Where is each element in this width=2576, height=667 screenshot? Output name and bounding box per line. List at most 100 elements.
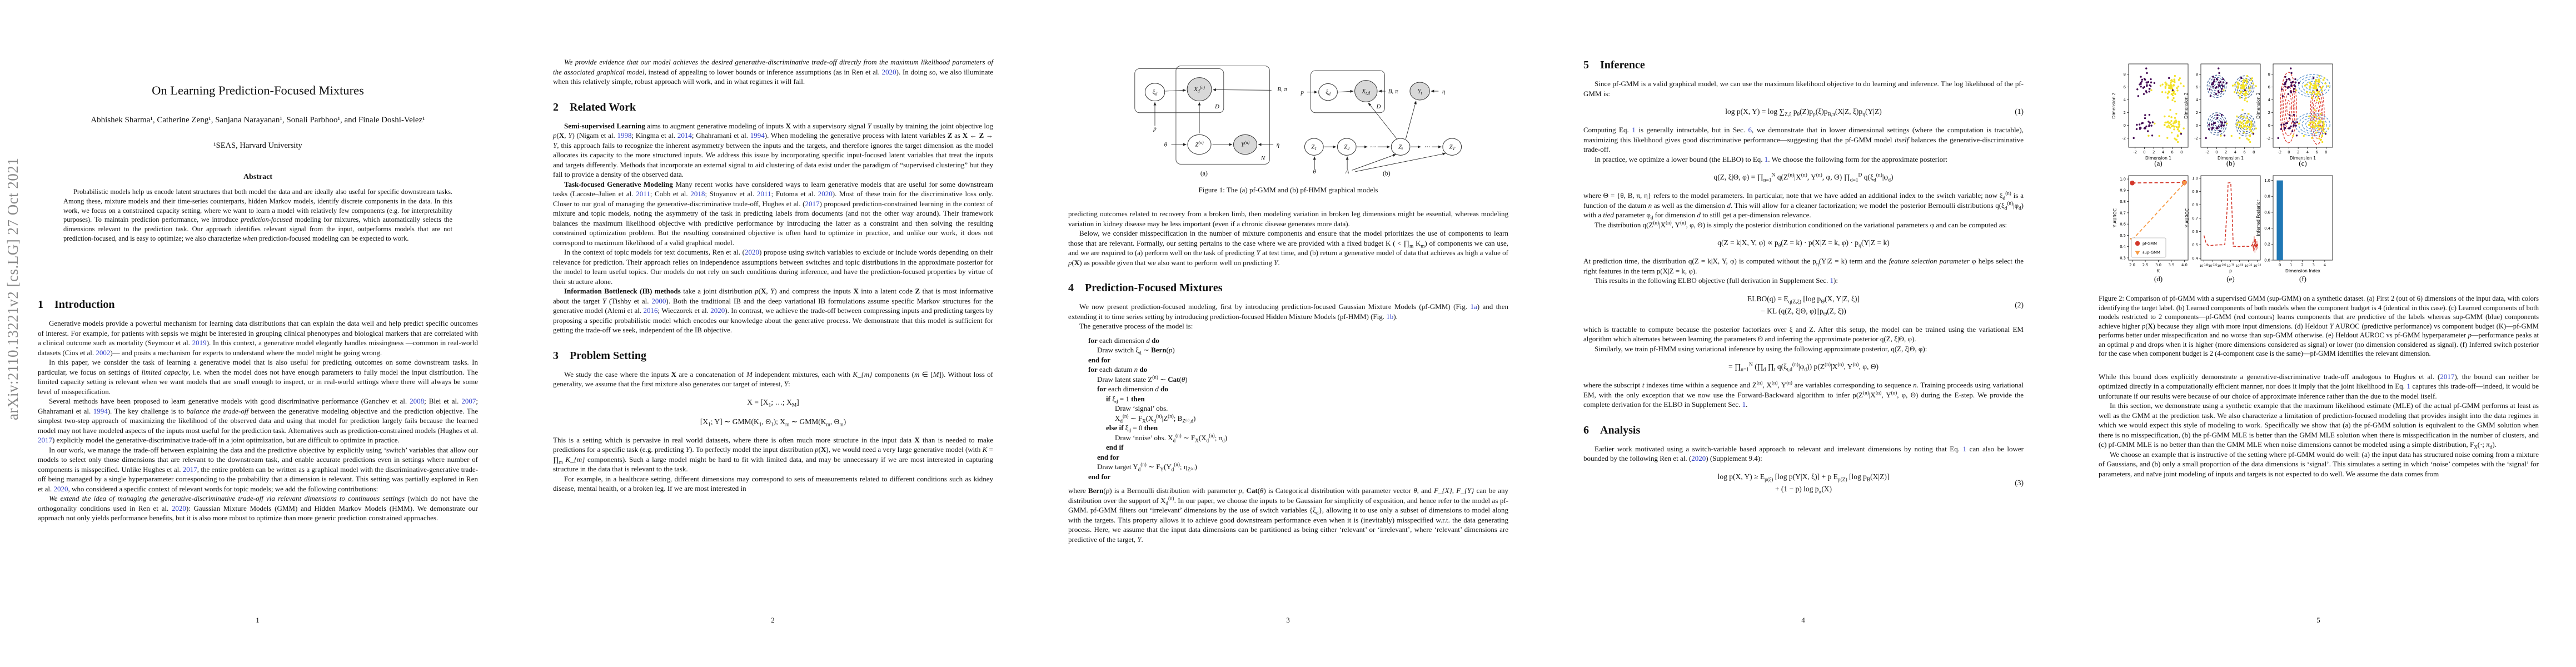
svg-text:1.0: 1.0 [2192, 176, 2198, 181]
equation-number: (1) [2015, 107, 2024, 116]
paragraph: At prediction time, the distribution q(Z… [1583, 257, 2024, 275]
citation-link[interactable]: 2017 [182, 465, 197, 474]
svg-text:4: 4 [2196, 98, 2198, 102]
paragraph: which is tractable to compute because th… [1583, 325, 2024, 344]
svg-text:η: η [1277, 141, 1279, 148]
svg-text:θ: θ [1313, 168, 1316, 175]
svg-text:Dimension 2: Dimension 2 [2256, 92, 2261, 118]
citation-link[interactable]: 2020 [1691, 454, 1706, 462]
paragraph: Generative models provide a powerful mec… [38, 319, 478, 357]
citation-link[interactable]: 2020 [171, 504, 186, 512]
paragraph: Task-focused Generative Modeling Many re… [553, 180, 993, 247]
svg-text:2.5: 2.5 [2142, 263, 2149, 267]
svg-text:0.2: 0.2 [2264, 242, 2270, 247]
svg-text:p: p [2229, 268, 2232, 273]
svg-text:N: N [1260, 155, 1265, 162]
paragraph: Several methods have been proposed to le… [38, 397, 479, 444]
citation-link[interactable]: 1994 [750, 131, 765, 140]
svg-text:3.5: 3.5 [2169, 263, 2175, 267]
citation-link[interactable]: 1 [1632, 126, 1636, 134]
citation-link[interactable]: 2017 [805, 199, 820, 208]
citation-link[interactable]: 2020 [818, 190, 833, 198]
svg-text:2: 2 [2301, 263, 2303, 267]
paragraph: This is a setting which is pervasive in … [553, 435, 994, 474]
svg-text:Dimension 1: Dimension 1 [2290, 156, 2316, 161]
svg-text:-2: -2 [2194, 136, 2198, 141]
equation: log p(X, Y) ≥ Ep(ξ) [log p(Y|X, ξ)] + p … [1717, 472, 2024, 495]
paper-authors: Abhishek Sharma¹, Catherine Zeng¹, Sanja… [91, 116, 425, 125]
svg-text:sup-GMM: sup-GMM [2142, 251, 2160, 255]
svg-text:2: 2 [2196, 111, 2198, 115]
citation-link[interactable]: 2018 [690, 190, 705, 198]
citation-link[interactable]: 2000 [651, 296, 666, 305]
svg-text:θ: θ [1164, 141, 1168, 148]
svg-text:10-125: 10-125 [2208, 263, 2218, 268]
citation-link[interactable]: 2020 [710, 306, 725, 315]
paragraph: In this section, we demonstrate using a … [2099, 401, 2539, 450]
figure-caption: Figure 2: Comparison of pf-GMM with a su… [2099, 295, 2539, 357]
citation-link[interactable]: 1b [1386, 312, 1394, 321]
svg-text:ZT: ZT [1449, 144, 1455, 152]
equation: = ∏n=1N (∏d ∏t q(ξt,d(n)|φd)) p(Z(n)|X(n… [1728, 362, 1879, 373]
citation-link[interactable]: 2014 [677, 131, 692, 140]
svg-text:0: 0 [2143, 150, 2145, 155]
citation-link[interactable]: 2011 [756, 190, 771, 198]
svg-text:0: 0 [2196, 123, 2198, 128]
svg-text:2.0: 2.0 [2129, 263, 2135, 267]
citation-link[interactable]: 1 [1764, 155, 1768, 163]
citation-link[interactable]: 2017 [38, 436, 52, 444]
svg-text:0: 0 [2268, 123, 2270, 128]
citation-link[interactable]: 1 [1742, 400, 1746, 409]
citation-link[interactable]: 1994 [93, 406, 108, 415]
paragraph: Since pf-GMM is a valid graphical model,… [1583, 79, 2024, 98]
paragraph: In our work, we manage the trade-off bet… [38, 445, 478, 493]
paragraph: where the subscript t indexes time withi… [1583, 380, 2024, 409]
citation-link[interactable]: 2020 [881, 67, 896, 76]
citation-link[interactable]: 1 [1962, 444, 1967, 453]
citation-link[interactable]: 2017 [2440, 372, 2455, 381]
paragraph: We now present prediction-focused modeli… [1068, 302, 1508, 321]
page-2: We provide evidence that our model achie… [515, 0, 1030, 667]
svg-text:0.5: 0.5 [2120, 233, 2126, 238]
svg-text:Y(n): Y(n) [1241, 140, 1250, 148]
svg-text:(c): (c) [2299, 159, 2306, 167]
svg-text:4: 4 [2306, 150, 2309, 155]
svg-text:0.8: 0.8 [2192, 203, 2198, 207]
paragraph: Below, we consider misspecification in t… [1068, 229, 1508, 267]
citation-link[interactable]: 2008 [410, 397, 425, 405]
svg-text:Dimension 1: Dimension 1 [2145, 156, 2171, 161]
citation-link[interactable]: 2020 [744, 248, 759, 256]
abstract-heading: Abstract [243, 173, 273, 181]
citation-link[interactable]: 1 [2406, 382, 2410, 390]
citation-link[interactable]: 2020 [53, 484, 68, 493]
paragraph: Semi-supervised Learning aims to augment… [553, 121, 993, 179]
page-number: 5 [2316, 616, 2320, 624]
citation-link[interactable]: 1a [1470, 302, 1477, 311]
svg-text:Dimension 2: Dimension 2 [2111, 92, 2116, 118]
svg-text:0: 0 [2288, 150, 2290, 155]
citation-link[interactable]: 2019 [192, 339, 207, 347]
page-1: arXiv:2110.13221v2 [cs.LG] 27 Oct 2021 O… [0, 0, 515, 667]
svg-text:8: 8 [2124, 72, 2126, 77]
svg-text:⋯: ⋯ [1424, 144, 1430, 151]
citation-link[interactable]: 2007 [461, 397, 476, 405]
citation-link[interactable]: 2011 [636, 190, 650, 198]
svg-text:6: 6 [2268, 85, 2270, 89]
citation-link[interactable]: 2016 [643, 306, 658, 315]
citation-link[interactable]: 1998 [617, 131, 632, 140]
citation-link[interactable]: 1 [1830, 276, 1834, 285]
paragraph: where Bern(p) is a Bernoulli distributio… [1068, 486, 1508, 544]
svg-text:ξd: ξd [1326, 89, 1331, 97]
citation-link[interactable]: 6 [1748, 126, 1752, 134]
svg-text:⋯: ⋯ [1369, 144, 1376, 151]
equation: [X1; Y] ∼ GMM(K1, Θ1); Xm ∼ GMM(Km, Θm) [700, 417, 846, 428]
svg-text:η: η [1442, 88, 1445, 95]
citation-link[interactable]: 2002 [96, 348, 111, 357]
